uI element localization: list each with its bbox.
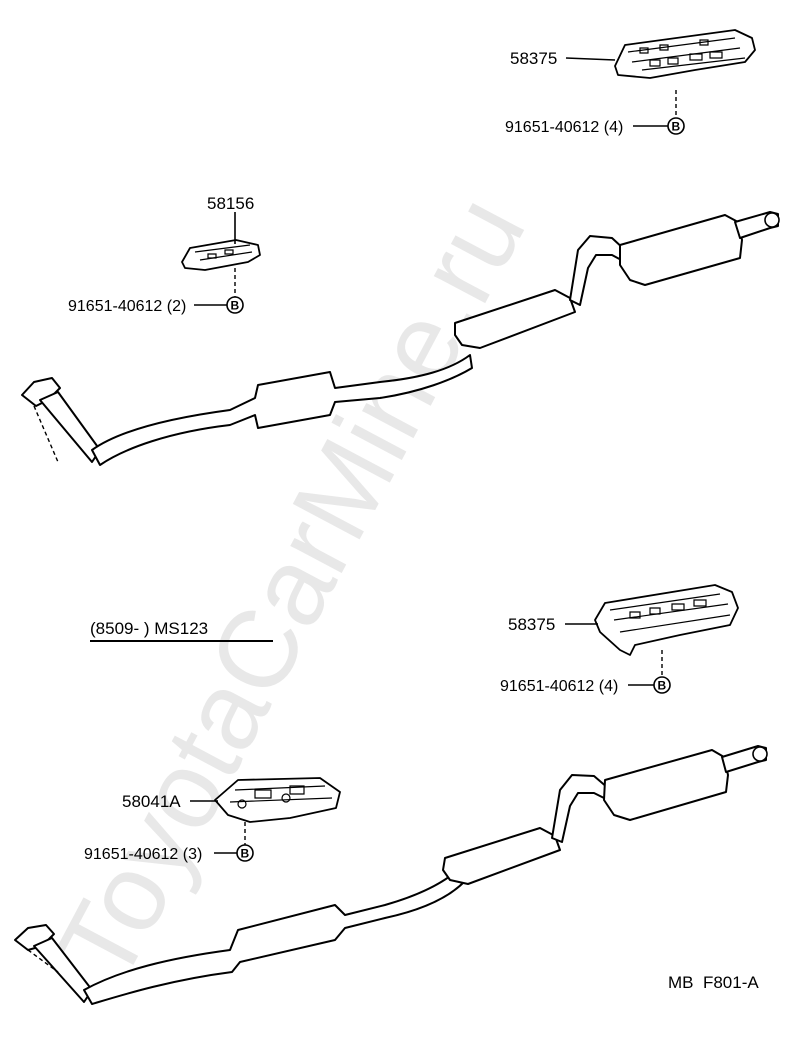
upper-left-heat-insulator — [181, 239, 261, 271]
upper-right-part-number: 58375 — [510, 49, 557, 68]
upper-right-bolt-symbol: B — [667, 117, 685, 135]
diagram-code: MB F801-A — [668, 973, 759, 992]
lower-left-heat-insulator — [214, 777, 341, 823]
upper-right-heat-insulator — [614, 29, 756, 79]
lower-right-bolt-label: 91651-40612 (4) — [500, 678, 618, 695]
svg-text:B: B — [672, 120, 681, 134]
lower-left-bolt-symbol: B — [236, 844, 254, 862]
lower-exhaust-pipe — [14, 745, 768, 1005]
svg-text:B: B — [231, 299, 240, 313]
lower-left-part-number: 58041A — [122, 792, 181, 811]
upper-left-part-number: 58156 — [207, 194, 254, 213]
variant-label: (8509- ) MS123 — [90, 619, 208, 638]
lower-right-part-number: 58375 — [508, 615, 555, 634]
upper-right-bolt-label: 91651-40612 (4) — [505, 119, 623, 136]
upper-right-part-leader — [565, 57, 616, 61]
lower-right-heat-insulator — [594, 584, 739, 656]
svg-text:B: B — [658, 679, 667, 693]
lower-right-bolt-symbol: B — [653, 676, 671, 694]
lower-left-bolt-label: 91651-40612 (3) — [84, 846, 202, 863]
upper-exhaust-pipe — [21, 211, 780, 466]
svg-text:B: B — [241, 847, 250, 861]
upper-left-bolt-symbol: B — [226, 296, 244, 314]
upper-left-bolt-label: 91651-40612 (2) — [68, 298, 186, 315]
